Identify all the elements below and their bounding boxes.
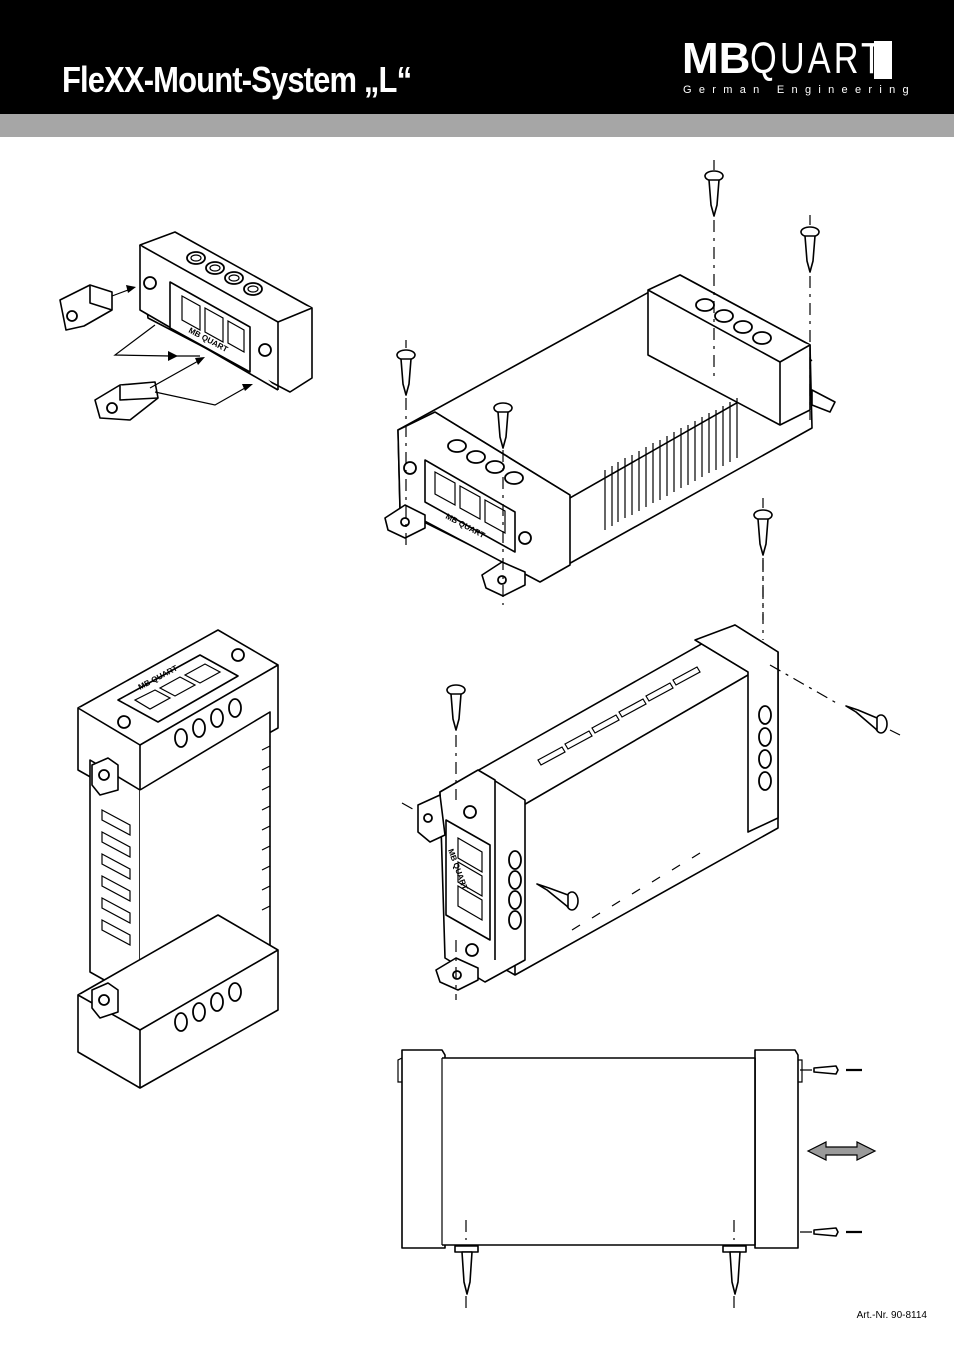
logo-brand-light: QUART bbox=[750, 34, 886, 83]
figure-vertical-mount: MB QUART bbox=[77, 629, 279, 1089]
page-title: FleXX-Mount-System „L“ bbox=[62, 59, 412, 100]
figure-screw-brackets: MB QUART bbox=[384, 160, 836, 640]
article-number: Art.-Nr. 90-8114 bbox=[856, 1310, 927, 1321]
figure-bracket-attach: MB QUART bbox=[59, 231, 313, 421]
logo-bar-mark bbox=[874, 41, 892, 79]
grey-divider-band bbox=[0, 114, 954, 137]
logo-tagline: German Engineering bbox=[683, 84, 916, 96]
figure-side-mount: MB QUART bbox=[401, 560, 901, 1000]
figure-side-elevation bbox=[397, 1049, 877, 1312]
header-bar: FleXX-Mount-System „L“ MB QUART German E… bbox=[0, 0, 954, 114]
brand-logo: MB QUART German Engineering bbox=[682, 34, 909, 100]
logo-brand-bold: MB bbox=[682, 34, 751, 83]
